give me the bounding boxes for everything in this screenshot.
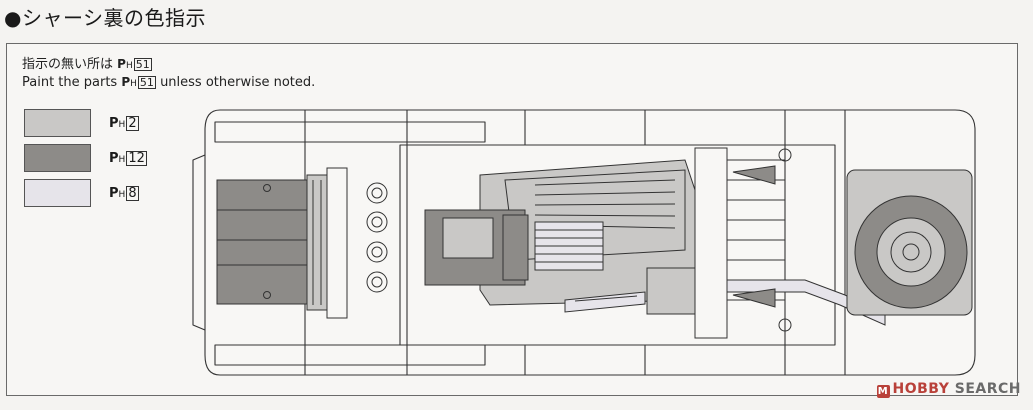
left-side-sill xyxy=(214,121,486,143)
legend-swatch xyxy=(24,109,91,137)
chassis-left-edge xyxy=(192,154,206,331)
watermark-brand: HOBBY xyxy=(892,381,950,397)
spare-tire xyxy=(846,169,973,316)
front-block xyxy=(216,167,348,319)
paint-code-box: 51 xyxy=(137,76,156,89)
legend-swatch xyxy=(24,179,91,207)
watermark-suffix: SEARCH xyxy=(949,381,1021,397)
legend-swatch xyxy=(24,144,91,172)
legend-code: 12 xyxy=(126,151,147,166)
paint-prefix: PH xyxy=(117,57,133,71)
note-ja-text: 指示の無い所は xyxy=(22,57,114,72)
paint-code-box: 51 xyxy=(133,58,152,71)
note-en-post: unless otherwise noted. xyxy=(160,75,316,90)
chassis-diagram xyxy=(192,109,976,376)
note-en-pre: Paint the parts xyxy=(22,75,118,90)
page-title: ●シャーシ裏の色指示 xyxy=(4,6,207,30)
suspension-bolts xyxy=(366,182,388,293)
watermark-logo-icon: M xyxy=(876,385,890,398)
right-side-sill xyxy=(214,344,486,366)
rear-crossmembers xyxy=(694,147,792,339)
legend-code: 2 xyxy=(126,116,139,131)
paint-prefix: PH xyxy=(121,75,137,89)
center-tunnel-parts xyxy=(424,159,696,306)
legend-code: 8 xyxy=(126,186,139,201)
